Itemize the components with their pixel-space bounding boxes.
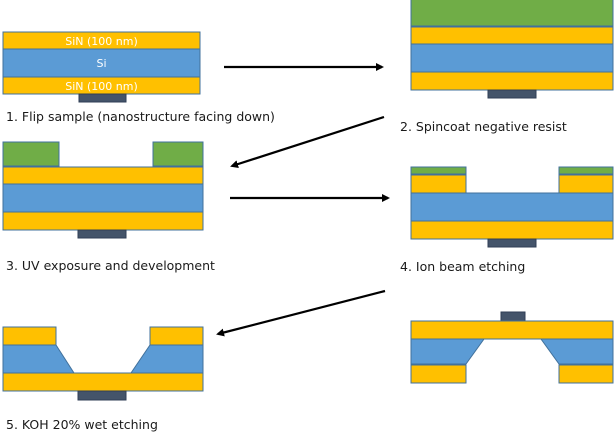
sin-bottom-layer	[2, 372, 204, 392]
sin-bottom-label: SiN (100 nm)	[65, 80, 138, 93]
sin-bottom-layer	[410, 220, 614, 240]
resist-right	[558, 166, 614, 175]
sin-top-layer	[2, 166, 204, 185]
si-right-etched	[540, 338, 614, 365]
arrow-step2-to-step3	[230, 115, 385, 168]
step-2-label: 2. Spincoat negative resist	[400, 119, 567, 134]
sin-top-right	[558, 174, 614, 194]
nanostructure	[487, 89, 537, 99]
sin-bottom-right	[558, 364, 614, 384]
step-3-stack	[2, 141, 204, 239]
sin-bottom-layer	[2, 211, 204, 231]
step-5-label: 5. KOH 20% wet etching	[6, 417, 158, 432]
sin-membrane-layer	[410, 320, 614, 340]
sin-top-right	[149, 326, 204, 346]
arrow-step4-to-step5	[216, 289, 386, 337]
sin-bottom-layer	[410, 71, 614, 91]
step-1-label: 1. Flip sample (nanostructure facing dow…	[6, 109, 275, 124]
nanostructure	[77, 229, 127, 239]
sin-top-left	[2, 326, 57, 346]
si-right-etched	[130, 344, 204, 374]
nanostructure	[487, 238, 537, 248]
resist-layer	[410, 0, 614, 27]
step-4-stack	[410, 166, 614, 248]
nanostructure	[500, 311, 526, 322]
step-1-stack: SiN (100 nm) Si SiN (100 nm)	[2, 31, 201, 103]
step-5-stack	[2, 326, 204, 401]
nanostructure	[77, 390, 127, 401]
si-layer	[410, 43, 614, 73]
step-3-label: 3. UV exposure and development	[6, 258, 215, 273]
step-6-stack	[410, 311, 614, 384]
step-4-label: 4. Ion beam etching	[400, 259, 525, 274]
sin-top-left	[410, 174, 467, 194]
si-label: Si	[96, 57, 106, 70]
step-2-stack	[410, 0, 614, 99]
nanostructure	[78, 93, 127, 103]
sin-top-label: SiN (100 nm)	[65, 35, 138, 48]
resist-right	[152, 141, 204, 167]
si-left-etched	[2, 344, 75, 374]
si-left-etched	[410, 338, 485, 365]
si-layer	[2, 183, 204, 213]
si-layer	[2, 48, 201, 78]
sin-top-layer	[410, 26, 614, 45]
resist-left	[410, 166, 467, 175]
si-layer	[410, 192, 614, 222]
resist-left	[2, 141, 60, 167]
sin-bottom-left	[410, 364, 467, 384]
